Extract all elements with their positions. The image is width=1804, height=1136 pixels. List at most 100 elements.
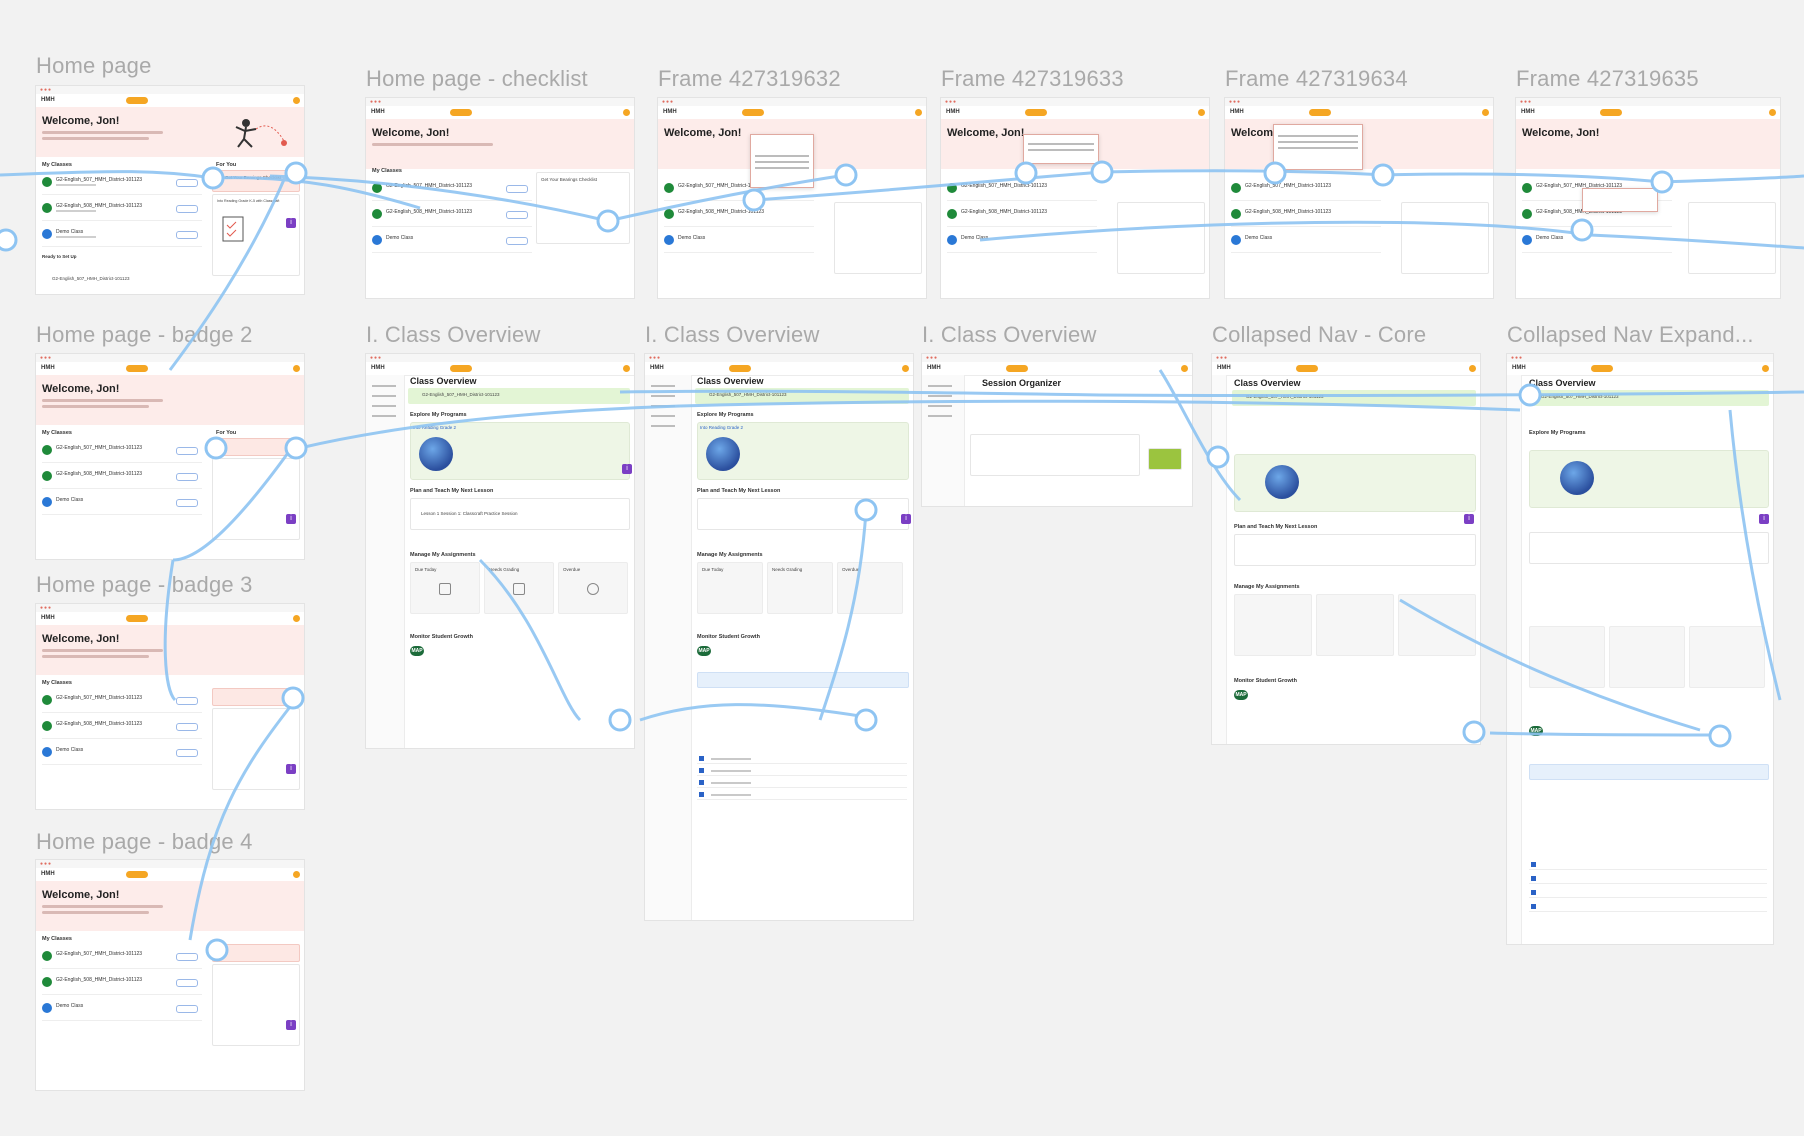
avatar[interactable] bbox=[915, 109, 922, 116]
view-class-button[interactable] bbox=[176, 723, 198, 731]
side-nav-item[interactable] bbox=[928, 415, 952, 417]
frame-title-class-overview-3[interactable]: I. Class Overview bbox=[922, 322, 1097, 347]
nav-home-pill[interactable] bbox=[126, 615, 148, 622]
class-row[interactable]: G2-English_507_HMH_District-101123 bbox=[1231, 178, 1381, 201]
row-checkbox[interactable] bbox=[699, 756, 704, 761]
help-badge-icon[interactable]: i bbox=[1759, 514, 1769, 524]
frame-home-page[interactable]: ●●● HMH Welcome, Jon! My Classes For You… bbox=[36, 86, 304, 294]
frame-home-page-badge-4[interactable]: ●●● HMH Welcome, Jon! My Classes G2-Engl… bbox=[36, 860, 304, 1090]
avatar[interactable] bbox=[1769, 109, 1776, 116]
view-class-button[interactable] bbox=[176, 473, 198, 481]
view-class-button[interactable] bbox=[176, 231, 198, 239]
avatar[interactable] bbox=[293, 97, 300, 104]
class-row[interactable]: Demo Class bbox=[42, 998, 202, 1021]
frame-home-page-badge-2[interactable]: ●●● HMH Welcome, Jon! My Classes For You… bbox=[36, 354, 304, 559]
avatar[interactable] bbox=[1198, 109, 1205, 116]
class-row[interactable]: Demo Class bbox=[664, 230, 814, 253]
help-badge-icon[interactable]: i bbox=[901, 514, 911, 524]
frame-title-collapsed-nav-expand[interactable]: Collapsed Nav Expand... bbox=[1507, 322, 1754, 347]
last-class-row[interactable]: G2-English_507_HMH_District-101123 bbox=[52, 276, 130, 281]
class-row[interactable]: G2-English_507_HMH_District-101123 bbox=[42, 690, 202, 713]
row-checkbox[interactable] bbox=[1531, 904, 1536, 909]
frame-title-class-overview-1[interactable]: I. Class Overview bbox=[366, 322, 541, 347]
nav-home-pill[interactable] bbox=[1591, 365, 1613, 372]
row-checkbox[interactable] bbox=[1531, 862, 1536, 867]
help-badge-icon[interactable]: i bbox=[1464, 514, 1474, 524]
assignment-tile-needs-grading[interactable] bbox=[1609, 626, 1685, 688]
lesson-card[interactable] bbox=[1234, 534, 1476, 566]
frame-collapsed-nav-expand[interactable]: ●●● HMH Class Overview G2-English_507_HM… bbox=[1507, 354, 1773, 944]
nav-home-pill[interactable] bbox=[1006, 365, 1028, 372]
help-badge-icon[interactable]: i bbox=[622, 464, 632, 474]
program-card[interactable] bbox=[1529, 450, 1769, 508]
side-nav-item[interactable] bbox=[651, 385, 675, 387]
help-badge-icon[interactable]: i bbox=[286, 1020, 296, 1030]
student-row[interactable] bbox=[697, 790, 907, 800]
pathway-card[interactable]: Into Reading Grade K-5 with Classcraft bbox=[212, 194, 300, 276]
program-title[interactable]: Into Reading Grade 2 bbox=[700, 425, 744, 430]
class-row[interactable]: G2-English_507_HMH_District-101123 bbox=[42, 440, 202, 463]
nav-home-pill[interactable] bbox=[1600, 109, 1622, 116]
side-nav-item[interactable] bbox=[928, 385, 952, 387]
frame-632[interactable]: ●●● HMH Welcome, Jon! G2-English_507_HMH… bbox=[658, 98, 926, 298]
program-card[interactable] bbox=[1234, 454, 1476, 512]
session-panel[interactable] bbox=[970, 434, 1140, 476]
view-class-button[interactable] bbox=[176, 953, 198, 961]
side-nav-item[interactable] bbox=[372, 405, 396, 407]
nav-home-pill[interactable] bbox=[1309, 109, 1331, 116]
row-checkbox[interactable] bbox=[699, 792, 704, 797]
frame-title-home-page-badge-2[interactable]: Home page - badge 2 bbox=[36, 322, 253, 347]
nav-home-pill[interactable] bbox=[729, 365, 751, 372]
assignment-tile-due-today[interactable]: Due Today bbox=[410, 562, 480, 614]
class-row[interactable]: G2-English_507_HMH_District-101123 bbox=[947, 178, 1097, 201]
nav-home-pill[interactable] bbox=[450, 365, 472, 372]
avatar[interactable] bbox=[623, 109, 630, 116]
checklist-card[interactable] bbox=[212, 688, 300, 706]
pathway-card[interactable] bbox=[1401, 202, 1489, 274]
frame-title-frame-634[interactable]: Frame 427319634 bbox=[1225, 66, 1408, 91]
assignment-tile-needs-grading[interactable] bbox=[1316, 594, 1394, 656]
onboarding-popover[interactable] bbox=[1273, 124, 1363, 170]
student-row[interactable] bbox=[1529, 888, 1767, 898]
nav-home-pill[interactable] bbox=[126, 365, 148, 372]
frame-class-overview-2[interactable]: ●●● HMH Class Overview G2-English_507_HM… bbox=[645, 354, 913, 920]
frame-title-frame-635[interactable]: Frame 427319635 bbox=[1516, 66, 1699, 91]
nav-home-pill[interactable] bbox=[742, 109, 764, 116]
nav-home-pill[interactable] bbox=[126, 97, 148, 104]
nav-home-pill[interactable] bbox=[1296, 365, 1318, 372]
avatar[interactable] bbox=[293, 871, 300, 878]
side-nav-item[interactable] bbox=[651, 405, 675, 407]
assignment-tile-overdue[interactable] bbox=[1398, 594, 1476, 656]
pathway-card[interactable] bbox=[1688, 202, 1776, 274]
view-class-button[interactable] bbox=[176, 1005, 198, 1013]
side-nav-item[interactable] bbox=[651, 415, 675, 417]
avatar[interactable] bbox=[902, 365, 909, 372]
pathway-card[interactable] bbox=[212, 708, 300, 790]
nav-home-pill[interactable] bbox=[450, 109, 472, 116]
student-row[interactable] bbox=[697, 754, 907, 764]
student-row[interactable] bbox=[697, 766, 907, 776]
checklist-card[interactable] bbox=[212, 438, 300, 456]
frame-home-page-badge-3[interactable]: ●●● HMH Welcome, Jon! My Classes G2-Engl… bbox=[36, 604, 304, 809]
frame-title-home-page-badge-4[interactable]: Home page - badge 4 bbox=[36, 829, 253, 854]
row-checkbox[interactable] bbox=[699, 768, 704, 773]
frame-title-home-page-checklist[interactable]: Home page - checklist bbox=[366, 66, 588, 91]
side-nav-item[interactable] bbox=[928, 395, 952, 397]
checklist-card[interactable] bbox=[212, 944, 300, 962]
student-row[interactable] bbox=[1529, 860, 1767, 870]
assignment-tile-due-today[interactable]: Due Today bbox=[697, 562, 763, 614]
assignment-tile-overdue[interactable]: Overdue bbox=[558, 562, 628, 614]
row-checkbox[interactable] bbox=[699, 780, 704, 785]
side-nav-item[interactable] bbox=[372, 385, 396, 387]
frame-class-overview-3[interactable]: ●●● HMH Session Organizer bbox=[922, 354, 1192, 506]
nav-home-pill[interactable] bbox=[1025, 109, 1047, 116]
class-row[interactable]: Demo Class bbox=[1522, 230, 1672, 253]
pathway-card[interactable] bbox=[1117, 202, 1205, 274]
onboarding-popover[interactable] bbox=[750, 134, 814, 188]
program-card[interactable]: Into Reading Grade 2 bbox=[410, 422, 630, 480]
program-card[interactable]: Into Reading Grade 2 bbox=[697, 422, 909, 480]
row-checkbox[interactable] bbox=[1531, 876, 1536, 881]
view-class-button[interactable] bbox=[506, 211, 528, 219]
side-nav-item[interactable] bbox=[372, 415, 396, 417]
avatar[interactable] bbox=[1762, 365, 1769, 372]
